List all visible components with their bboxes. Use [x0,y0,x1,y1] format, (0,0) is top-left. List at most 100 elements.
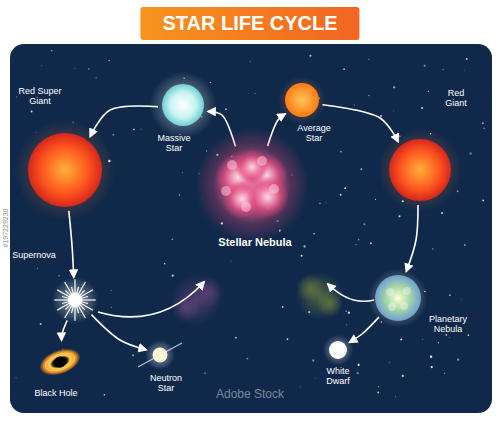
star-dot [457,358,459,360]
star-dot [441,212,443,214]
celestial-body [28,133,102,207]
star-dot [41,65,43,67]
celestial-body [285,83,319,117]
body-label: Stellar Nebula [205,236,305,249]
star-dot [449,337,451,339]
star-dot [301,255,303,257]
star-dot [348,312,350,314]
star-dot [355,244,356,245]
supernova-node: Supernova [57,282,93,318]
star-dot [71,223,73,225]
star-dot [358,362,360,364]
nebula-node: Planetary Nebula [375,275,421,321]
flow-arrow [62,321,68,341]
nebula-node: Stellar Nebula [214,147,290,223]
star-dot [353,104,355,106]
star-dot [132,354,134,356]
star-dot [428,91,429,92]
star-dot [402,375,404,377]
flow-arrow [322,105,398,142]
star-dot [309,55,311,57]
star-dot [246,358,248,360]
body-label: Neutron Star [142,373,190,394]
star-node: Massive Star [162,84,204,126]
star-dot [171,238,173,240]
star-dot [421,107,423,109]
faint-nebula [170,274,224,326]
black-hole-node: Black Hole [43,345,77,379]
star-dot [303,245,305,247]
star-node: Average Star [285,83,319,117]
star-dot [210,82,211,83]
star-dot [40,323,42,325]
star-dot [179,194,180,195]
star-dot [457,190,459,192]
star-dot [58,275,59,276]
body-label: Red Giant [436,88,476,109]
star-dot [389,362,391,364]
star-dot [254,93,256,95]
star-dot [172,275,174,277]
star-dot [104,394,106,396]
flow-arrow [91,315,146,350]
star-dot [225,108,227,110]
star-dot [313,233,315,235]
star-dot [380,115,382,117]
star-dot [431,366,433,368]
star-dot [368,95,369,96]
star-dot [325,202,327,204]
star-dot [392,110,394,112]
body-label: Massive Star [152,133,196,154]
celestial-body [162,84,204,126]
star-dot [467,334,469,336]
star-dot [466,58,468,60]
watermark: Adobe Stock [216,387,284,401]
star-dot [460,298,462,300]
star-dot [108,60,109,61]
star-node: Neutron Star [150,345,170,365]
star-dot [399,215,401,217]
star-dot [299,386,301,388]
recycle-arrow [328,284,374,301]
star-dot [37,268,38,269]
body-label: Planetary Nebula [422,314,474,335]
star-dot [482,122,484,124]
body-label: Red Super Giant [18,86,62,107]
star-dot [312,359,314,361]
star-dot [15,377,16,378]
star-dot [482,200,484,202]
star-dot [438,342,439,343]
space-panel [10,44,492,413]
star-dot [16,96,17,97]
star-dot [287,338,289,340]
star-dot [430,355,432,357]
star-dot [340,151,342,153]
star-dot [345,310,347,312]
celestial-body [375,275,421,321]
star-dot [443,69,444,70]
star-dot [464,244,466,246]
star-dot [230,260,232,262]
star-dot [449,294,451,296]
flow-arrow [406,205,418,271]
body-label: Black Hole [24,388,88,398]
flow-arrow [350,317,379,342]
faint-nebula [296,272,344,320]
star-dot [344,187,346,189]
star-dot [444,373,445,374]
star-dot [164,263,166,265]
star-dot [370,242,372,244]
star-dot [378,386,379,387]
star-dot [133,129,135,131]
star-dot [363,223,365,225]
star-field [15,50,485,398]
star-dot [235,337,237,339]
star-node: Red Super Giant [28,133,102,207]
star-dot [400,338,402,340]
star-dot [140,128,142,130]
star-node: Red Giant [389,139,451,201]
star-dot [343,68,345,70]
star-dot [249,61,251,63]
star-dot [377,392,379,394]
celestial-body [57,282,93,318]
